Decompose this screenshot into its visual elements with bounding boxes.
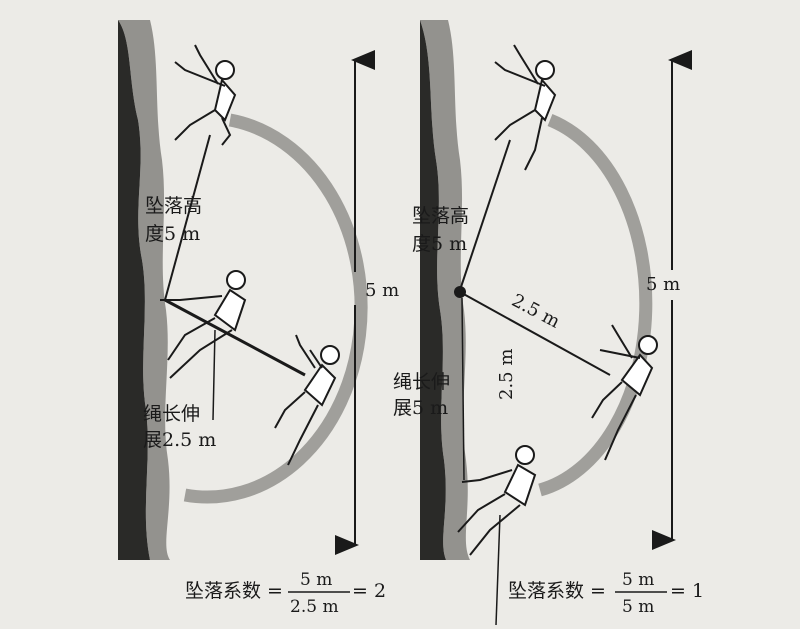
right-panel: 坠落高 度5 m 绳长伸 展5 m 2.5 m 2.5 m 5 m 坠落系数 =… (393, 20, 704, 626)
right-swing-arc (538, 113, 653, 497)
left-rope-taut (164, 298, 306, 377)
left-swing-arc (183, 113, 368, 504)
left-belayer (160, 270, 247, 379)
right-rock-edge (420, 20, 470, 560)
right-formula-result: = 1 (670, 580, 704, 602)
left-rope-stretch-line1: 绳长伸 (143, 403, 200, 425)
right-climber-fallen (591, 324, 658, 461)
left-fall-height-line2: 度5 m (145, 223, 200, 245)
right-rope-upper (459, 139, 511, 291)
right-rope-diagonal (459, 291, 611, 376)
right-vertical-segment-label: 2.5 m (496, 349, 517, 400)
right-formula-label: 坠落系数 = (508, 580, 606, 602)
left-rope-down (212, 329, 216, 421)
left-climber-top (174, 44, 237, 146)
right-fall-height-line2: 度5 m (412, 233, 467, 255)
right-formula-numerator: 5 m (622, 570, 654, 590)
right-rope-vertical (461, 297, 465, 481)
right-rope-bottom (495, 514, 501, 626)
left-climber-fallen (274, 334, 340, 466)
right-formula-denominator: 5 m (622, 597, 654, 617)
right-rope-stretch-line2: 展5 m (393, 397, 448, 419)
left-fall-height-line1: 坠落高 (145, 195, 202, 217)
left-rock-edge (118, 20, 170, 560)
left-formula-denominator: 2.5 m (290, 597, 339, 617)
right-rock-face (420, 20, 446, 560)
left-panel: 坠落高 度5 m 绳长伸 展2.5 m 5 m 坠落系数 = 5 m 2.5 m… (118, 20, 399, 617)
right-belayer (457, 445, 537, 556)
left-rock-face (118, 20, 150, 560)
left-formula-result: = 2 (352, 580, 386, 602)
right-total-height: 5 m (646, 274, 680, 295)
left-formula-label: 坠落系数 = (185, 580, 283, 602)
left-rope-stretch-line2: 展2.5 m (143, 429, 216, 451)
right-fall-height-line1: 坠落高 (412, 205, 469, 227)
left-total-height: 5 m (365, 280, 399, 301)
left-rope-upper (164, 134, 211, 301)
right-rope-stretch-line1: 绳长伸 (393, 371, 450, 393)
left-formula-numerator: 5 m (300, 570, 332, 590)
right-rope-segment-label: 2.5 m (508, 290, 563, 333)
right-climber-top (494, 44, 557, 171)
